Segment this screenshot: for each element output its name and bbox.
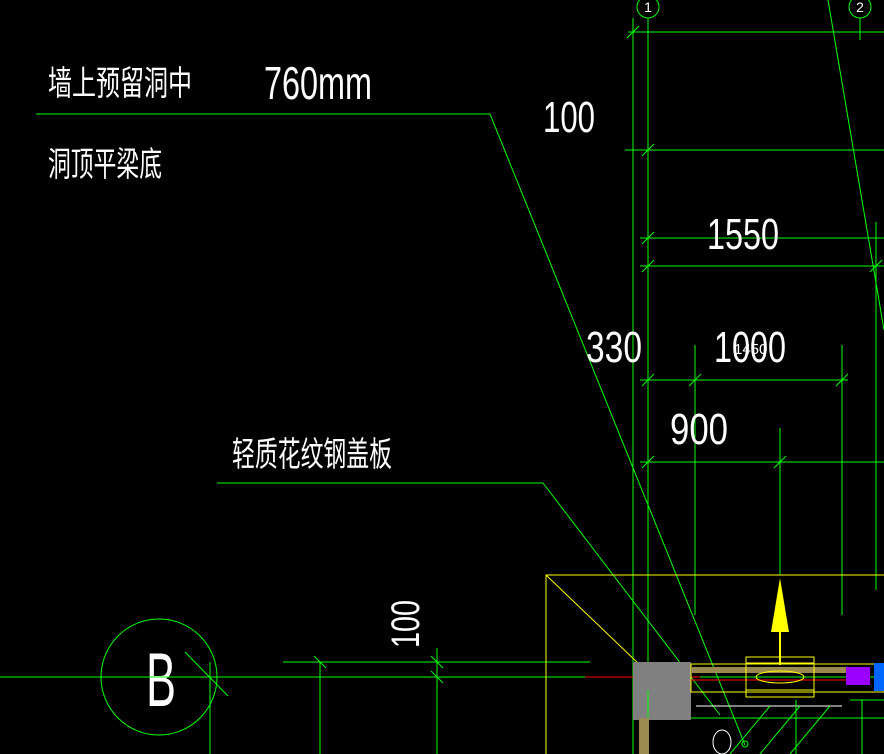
direction-arrow-icon xyxy=(771,578,789,632)
dimension-1000: 1000 xyxy=(714,323,786,372)
dimension-330: 330 xyxy=(586,323,642,372)
dimension-100-vertical: 100 xyxy=(384,600,428,648)
axis-bubble-2[interactable]: 2 xyxy=(848,0,872,19)
opening-top-label: 洞顶平梁底 xyxy=(48,145,162,185)
purple-element xyxy=(846,667,870,685)
cover-plate-label: 轻质花纹钢盖板 xyxy=(232,435,392,475)
plan-detail[interactable] xyxy=(545,574,884,754)
grid-lines xyxy=(625,0,884,754)
dimension-100-top: 100 xyxy=(543,93,595,142)
wall-opening-size-label: 760mm xyxy=(264,57,372,109)
leader-lines xyxy=(36,113,746,746)
bottom-axis-lines xyxy=(0,648,884,754)
axis-1-label: 1 xyxy=(644,0,652,15)
dimension-1550: 1550 xyxy=(707,210,779,259)
dimension-900: 900 xyxy=(670,405,728,454)
blue-element xyxy=(874,663,884,691)
column-block xyxy=(633,662,691,720)
axis-bubble-1[interactable]: 1 xyxy=(636,0,660,19)
dimension-1450: 1450 xyxy=(734,341,767,358)
axis-b-label: B xyxy=(146,638,176,723)
wall-opening-label: 墙上预留洞中 xyxy=(48,64,192,104)
axis-2-label: 2 xyxy=(856,0,864,15)
